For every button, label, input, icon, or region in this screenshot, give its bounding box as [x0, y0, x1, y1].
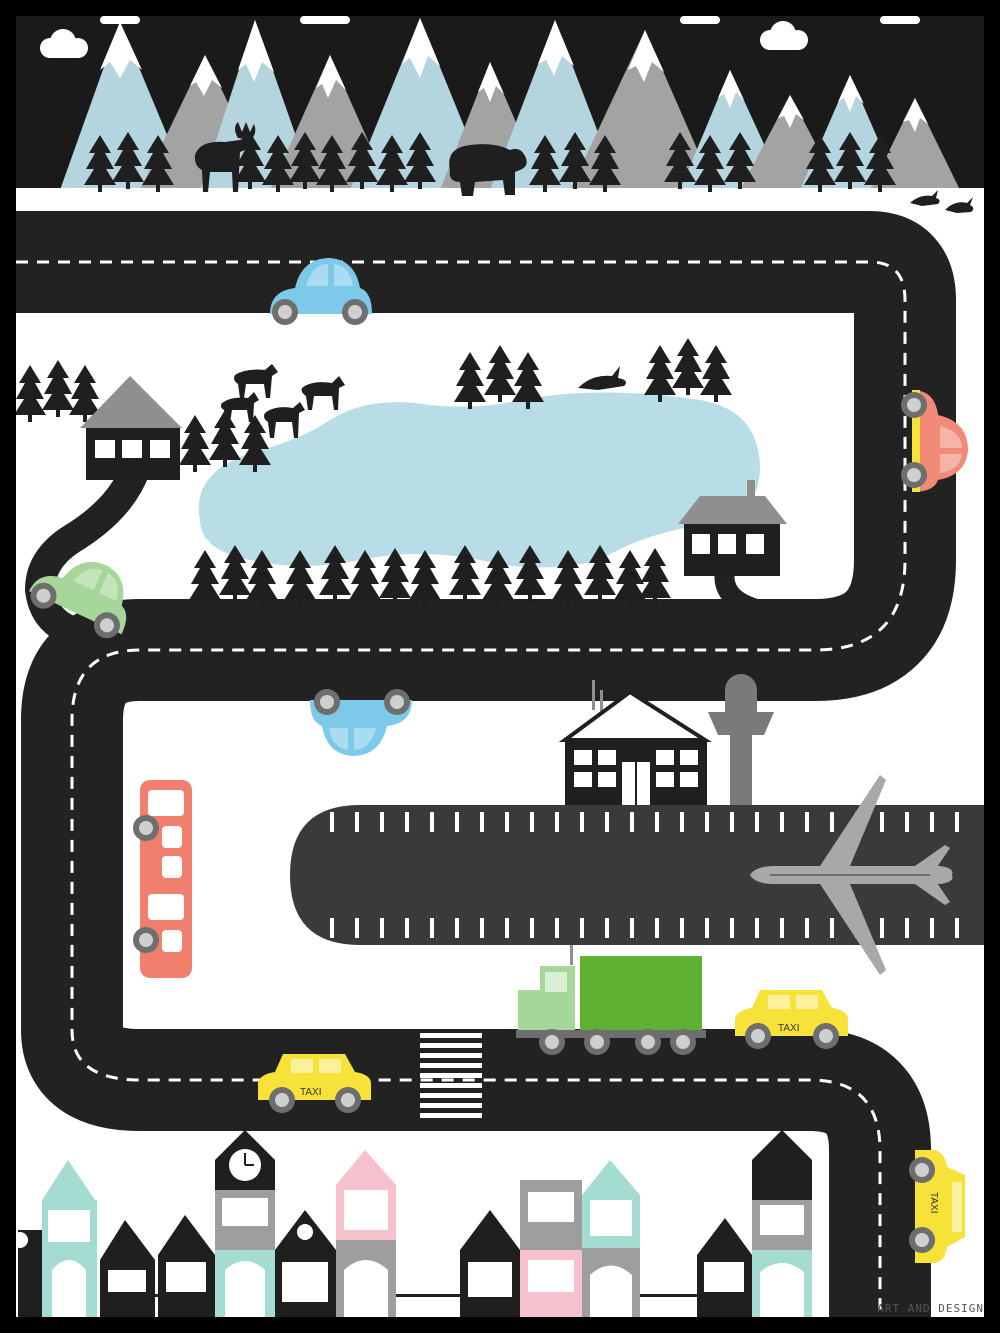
- house-icon: [158, 1215, 215, 1317]
- house-icon: [697, 1218, 752, 1317]
- taxi-icon: TAXI: [258, 1054, 371, 1113]
- taxi-label: TAXI: [778, 1023, 799, 1034]
- house-icon: [460, 1210, 520, 1317]
- house-icon: [678, 480, 787, 576]
- house-icon: [275, 1210, 336, 1317]
- rabbit-icon: [578, 366, 626, 390]
- house-icon: [42, 1160, 97, 1317]
- car-icon: [901, 390, 968, 492]
- taxi-label: TAXI: [300, 1087, 321, 1098]
- taxi-icon: TAXI: [735, 990, 848, 1049]
- taxi-icon: TAXI: [909, 1150, 965, 1263]
- bus-icon: [133, 780, 192, 978]
- house-icon: [520, 1180, 582, 1317]
- deer-icon: [220, 364, 345, 438]
- house-icon: [752, 1130, 812, 1317]
- house-icon: [80, 376, 182, 480]
- runway: [290, 805, 984, 945]
- clock-icon: [215, 1130, 275, 1317]
- house-icon: [582, 1160, 640, 1317]
- artist-signature: ART AND DESIGN: [877, 1302, 984, 1315]
- house-icon: [12, 1220, 155, 1317]
- airplane-icon: [750, 775, 953, 975]
- bear-icon: [449, 144, 527, 196]
- truck-icon: [516, 945, 706, 1055]
- lake: [198, 392, 760, 568]
- taxi-label: TAXI: [928, 1192, 939, 1213]
- town: [12, 1130, 812, 1317]
- road: [16, 211, 956, 1317]
- terminal-icon: [558, 680, 712, 805]
- house-icon: [336, 1150, 396, 1317]
- crosswalk-icon: [420, 1003, 482, 1118]
- rabbit-icon: [910, 190, 974, 213]
- moose-icon: [194, 122, 256, 192]
- control-tower-icon: [708, 674, 774, 805]
- cloud-icon: [40, 16, 920, 58]
